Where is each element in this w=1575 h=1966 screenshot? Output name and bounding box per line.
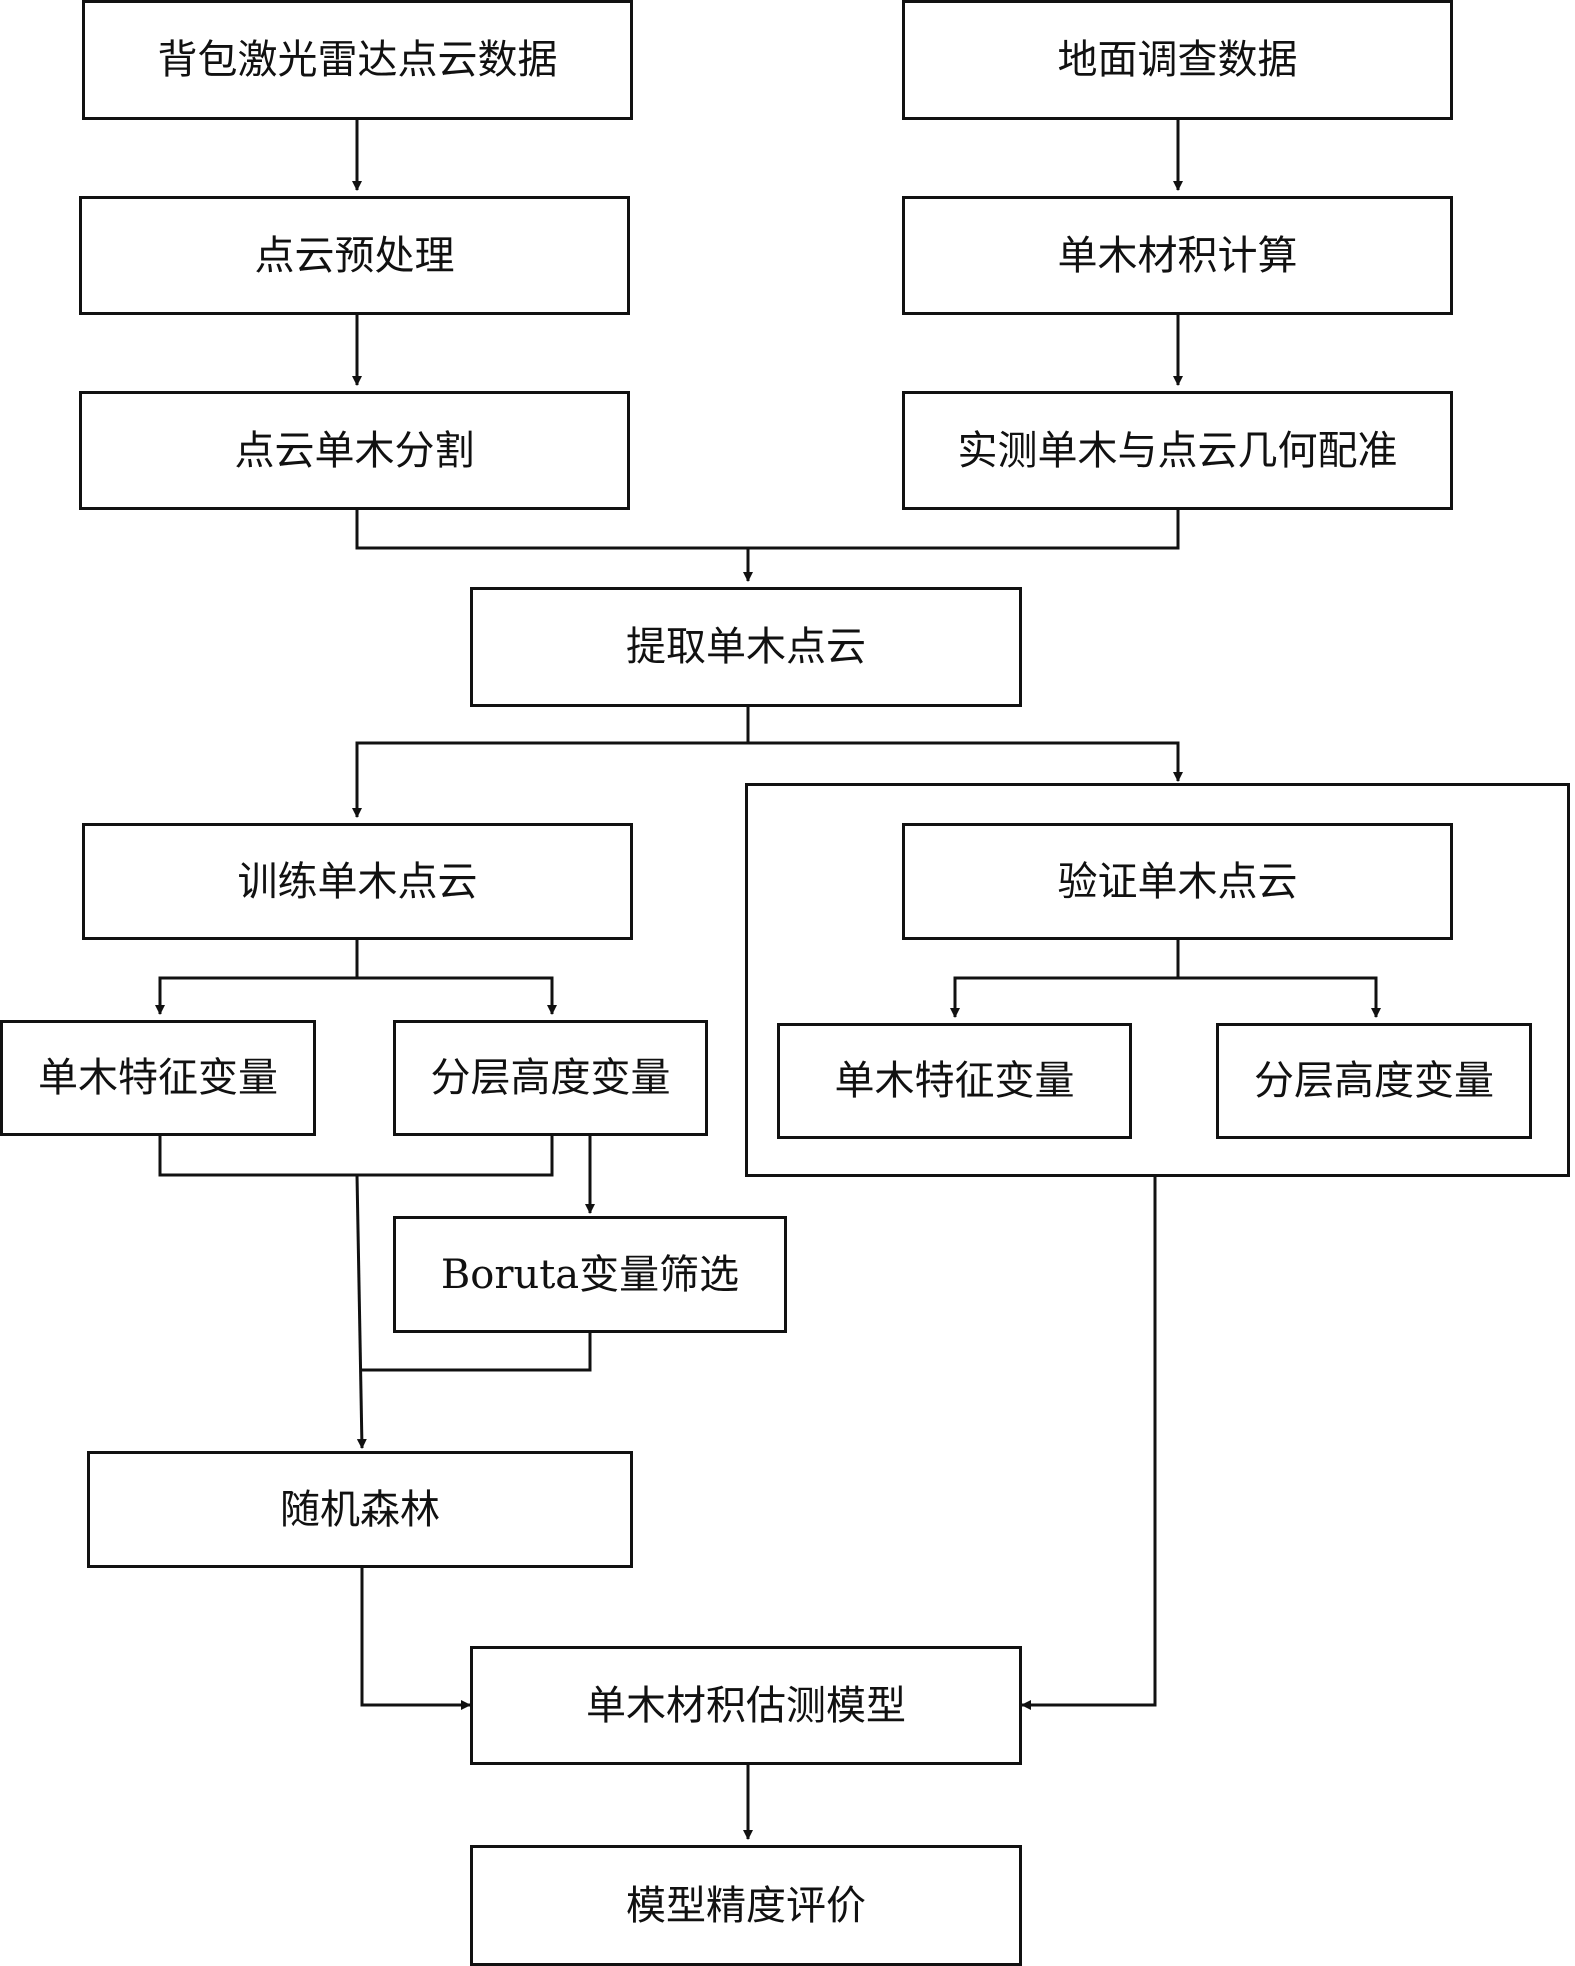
- arrow-validation-to-volume-model: [1021, 1177, 1157, 1710]
- train-tree-vars-node: 单木特征变量: [0, 1020, 316, 1136]
- arrow-valid-to-tree-vars: [950, 976, 1178, 1018]
- valid-layer-vars-node: 分层高度变量: [1216, 1023, 1532, 1139]
- preprocess-node: 点云预处理: [79, 196, 630, 315]
- arrow-vars-to-random-forest: [355, 1174, 367, 1449]
- arrow-rf-to-volume-model: [360, 1568, 471, 1710]
- arrow-valid-to-layer-vars: [1178, 976, 1381, 1018]
- arrow-extract-to-training: [352, 741, 748, 818]
- connector-segmentation-registration-merge: [355, 510, 1180, 550]
- arrow-train-to-layer-vars: [357, 976, 557, 1015]
- valid-tree-vars-node: 单木特征变量: [777, 1023, 1132, 1139]
- volume-model-node: 单木材积估测模型: [470, 1646, 1022, 1765]
- valid-cloud-node: 验证单木点云: [902, 823, 1453, 940]
- arrow-extract-to-validation-group: [748, 741, 1183, 782]
- segmentation-node: 点云单木分割: [79, 391, 630, 510]
- boruta-node: Boruta变量筛选: [393, 1216, 787, 1333]
- train-cloud-node: 训练单木点云: [82, 823, 633, 940]
- validation-group: [745, 783, 1570, 1177]
- connector-train-vars-merge: [158, 1136, 554, 1177]
- volume-calc-node: 单木材积计算: [902, 196, 1453, 315]
- arrow-train-to-tree-vars: [155, 976, 357, 1015]
- train-layer-vars-node: 分层高度变量: [393, 1020, 708, 1136]
- extract-node: 提取单木点云: [470, 587, 1022, 707]
- backpack-lidar-node: 背包激光雷达点云数据: [82, 0, 633, 120]
- registration-node: 实测单木与点云几何配准: [902, 391, 1453, 510]
- connector-boruta-to-rf-line: [360, 1333, 592, 1372]
- ground-survey-node: 地面调查数据: [902, 0, 1453, 120]
- random-forest-node: 随机森林: [87, 1451, 633, 1568]
- accuracy-node: 模型精度评价: [470, 1845, 1022, 1966]
